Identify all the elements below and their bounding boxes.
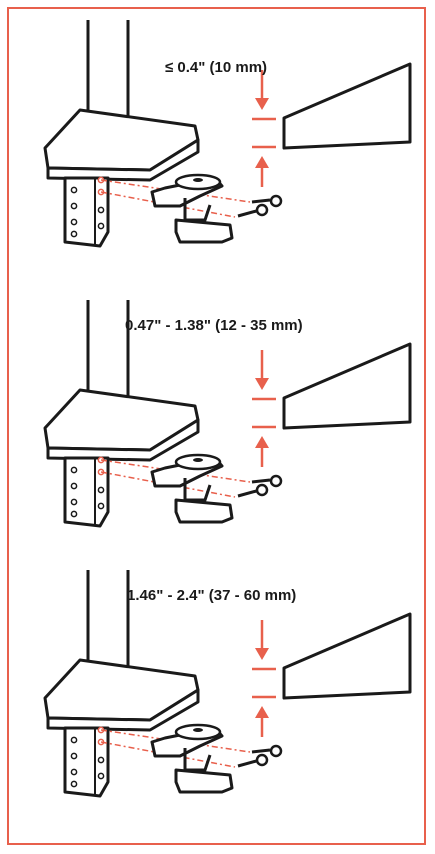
thickness-label-3: 1.46" - 2.4" (37 - 60 mm) — [127, 587, 296, 604]
panel-2: 0.47" - 1.38" (12 - 35 mm) — [43, 298, 412, 528]
thickness-label-2: 0.47" - 1.38" (12 - 35 mm) — [125, 317, 303, 334]
panel-3: 1.46" - 2.4" (37 - 60 mm) — [43, 568, 412, 798]
clamp-assembly-illustration-1 — [43, 18, 412, 248]
panel-1: ≤ 0.4" (10 mm) — [43, 18, 412, 248]
thickness-label-1: ≤ 0.4" (10 mm) — [165, 59, 267, 76]
